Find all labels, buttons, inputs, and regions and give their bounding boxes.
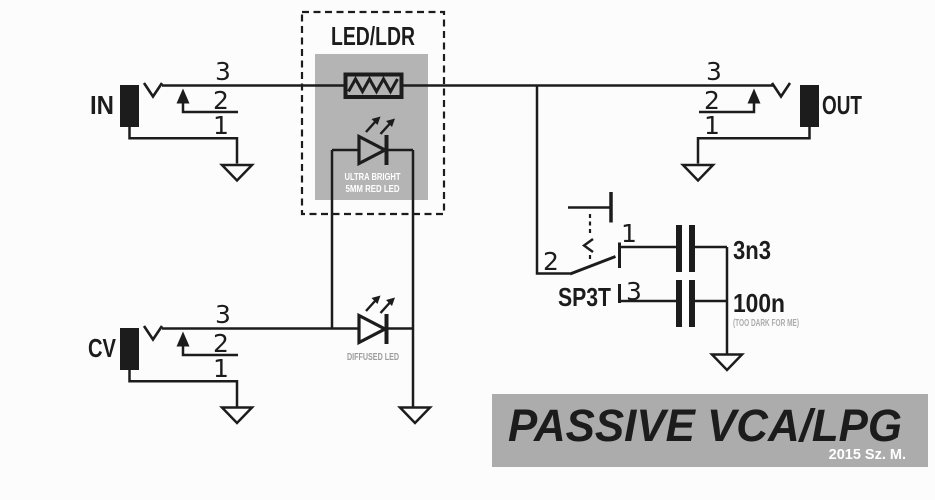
in-jack-tip-contact-icon bbox=[142, 82, 164, 99]
diffused-led: DIFFUSED LED bbox=[347, 295, 433, 425]
vactrol-title: LED/LDR bbox=[331, 21, 415, 51]
switch-type-label: SP3T bbox=[558, 282, 611, 312]
banner-background bbox=[492, 394, 928, 467]
out-ring-wire bbox=[699, 103, 756, 114]
in-ring-wire bbox=[181, 103, 238, 114]
in-sleeve-wire bbox=[128, 126, 239, 164]
out-pin3-label: 3 bbox=[706, 57, 722, 86]
out-sleeve-wire bbox=[696, 126, 811, 164]
in-pin1-label: 1 bbox=[213, 111, 229, 140]
switch-pole-label: 2 bbox=[543, 247, 559, 276]
in-jack-label: IN bbox=[90, 90, 114, 120]
in-jack: IN 3 2 1 bbox=[90, 57, 255, 183]
out-jack: 3 2 1 OUT bbox=[680, 57, 862, 183]
switch-link-chevron-icon bbox=[581, 238, 594, 253]
led-triangle-icon bbox=[357, 312, 389, 346]
capacitor-plate-icon bbox=[689, 280, 695, 327]
out-jack-body bbox=[800, 85, 819, 127]
led-emission-arrow-icon bbox=[365, 121, 376, 133]
capacitor-100n: 100n (TOO DARK FOR ME) bbox=[676, 280, 799, 372]
capacitor-plate-icon bbox=[676, 225, 682, 272]
in-pin3-label: 3 bbox=[215, 57, 231, 86]
out-pin1-label: 1 bbox=[704, 111, 720, 140]
cv-ring-wire bbox=[181, 346, 238, 357]
cv-pin1-label: 1 bbox=[213, 354, 229, 383]
capacitor-100n-note: (TOO DARK FOR ME) bbox=[733, 318, 799, 329]
in-jack-body bbox=[120, 85, 139, 127]
led-triangle-icon bbox=[357, 133, 389, 167]
out-jack-label: OUT bbox=[822, 90, 862, 120]
cv-jack-arrow-icon bbox=[176, 331, 190, 347]
diffused-led-ground-icon bbox=[397, 406, 433, 425]
wire-junction-to-switch-pole bbox=[535, 85, 570, 275]
capacitor-100n-value: 100n bbox=[733, 288, 785, 318]
led-emission-arrowhead-icon bbox=[386, 118, 395, 127]
ultra-bright-led: ULTRA BRIGHT 5MM RED LED bbox=[345, 116, 401, 195]
led-emission-arrow-icon bbox=[379, 123, 391, 135]
cv-jack-tip-contact-icon bbox=[142, 325, 164, 342]
led-emission-arrow-icon bbox=[365, 300, 376, 312]
led-emission-arrow-icon bbox=[379, 302, 391, 314]
title-banner: PASSIVE VCA/LPG 2015 Sz. M. bbox=[492, 394, 928, 467]
in-pin2-label: 2 bbox=[213, 86, 229, 115]
vactrol-led-note-line2: 5MM RED LED bbox=[346, 184, 400, 195]
capacitors-ground-icon bbox=[709, 353, 745, 372]
diffused-led-label: DIFFUSED LED bbox=[347, 352, 399, 363]
cv-jack: CV 3 2 1 bbox=[88, 300, 255, 425]
out-ground-icon bbox=[680, 163, 716, 183]
out-jack-arrow-icon bbox=[747, 88, 761, 104]
capacitor-plate-icon bbox=[676, 280, 682, 327]
in-ground-icon bbox=[219, 163, 255, 183]
led-emission-arrowhead-icon bbox=[386, 297, 395, 306]
in-jack-arrow-icon bbox=[176, 88, 190, 104]
cv-pin3-label: 3 bbox=[215, 300, 231, 329]
sp3t-switch: 2 1 3 SP3T bbox=[543, 192, 642, 312]
banner-credit: 2015 Sz. M. bbox=[829, 447, 906, 463]
cv-pin2-label: 2 bbox=[213, 329, 229, 358]
ldr-zigzag-icon bbox=[347, 75, 399, 95]
wires bbox=[128, 84, 811, 407]
out-jack-tip-contact-icon bbox=[770, 82, 792, 99]
capacitor-3n3-value: 3n3 bbox=[733, 235, 771, 265]
banner-title: PASSIVE VCA/LPG bbox=[508, 400, 902, 451]
cv-ground-icon bbox=[219, 406, 255, 425]
cv-jack-label: CV bbox=[88, 333, 117, 363]
switch-throw3-label: 3 bbox=[626, 277, 642, 306]
led-emission-arrowhead-icon bbox=[371, 295, 381, 304]
capacitor-3n3: 3n3 bbox=[676, 225, 771, 272]
switch-lever-icon bbox=[569, 255, 617, 276]
vactrol-dashed-border bbox=[300, 10, 446, 216]
cv-jack-body bbox=[120, 328, 139, 370]
vactrol-led-note-line1: ULTRA BRIGHT bbox=[345, 172, 401, 183]
switch-throw1-label: 1 bbox=[621, 219, 637, 248]
cv-sleeve-wire bbox=[128, 369, 239, 407]
ldr-symbol bbox=[343, 72, 404, 99]
out-pin2-label: 2 bbox=[704, 86, 720, 115]
capacitor-plate-icon bbox=[689, 225, 695, 272]
led-emission-arrowhead-icon bbox=[371, 116, 381, 125]
